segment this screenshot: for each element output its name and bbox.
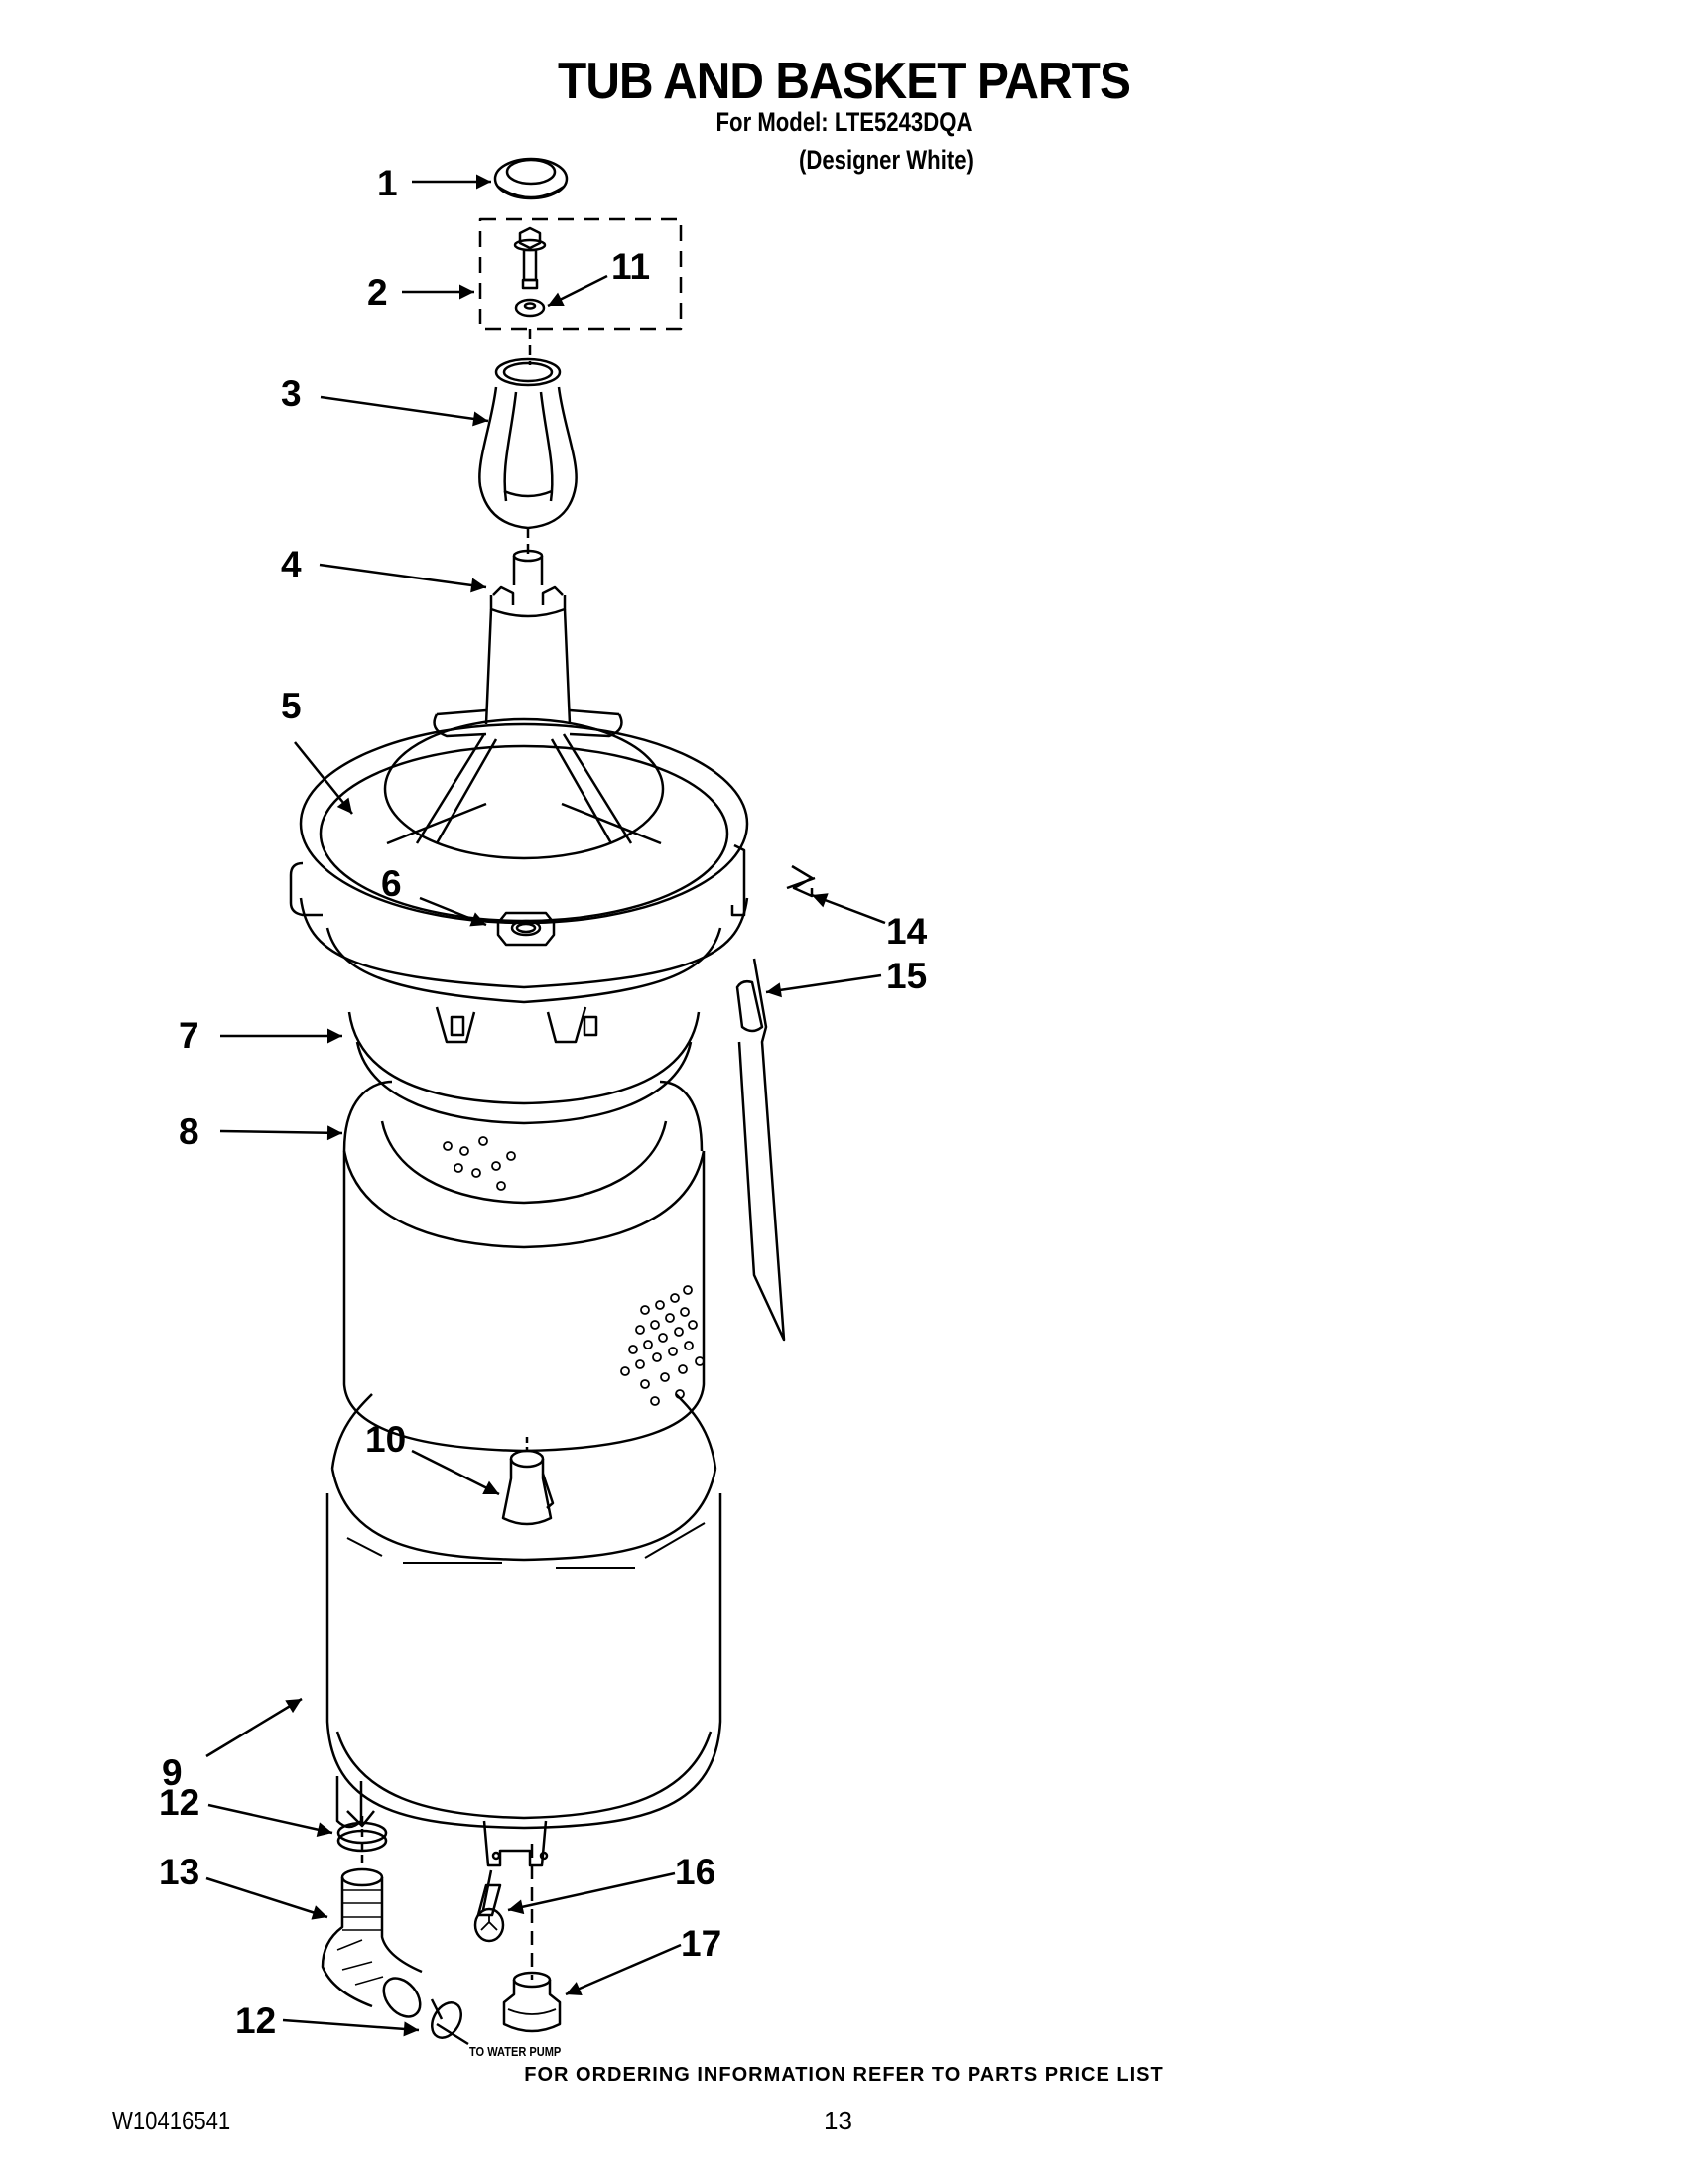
part-4-agitator (433, 549, 623, 738)
ordering-note: FOR ORDERING INFORMATION REFER TO PARTS … (524, 2064, 1164, 2086)
part-12-lower-clamp (430, 1998, 469, 2046)
color-note: (Designer White) (799, 145, 974, 175)
part-8-basket (342, 1080, 706, 1453)
callout-13: 13 (159, 1852, 200, 1892)
callout-8: 8 (179, 1111, 199, 1152)
model-line: For Model: LTE5243DQA (715, 107, 973, 137)
callout-10: 10 (365, 1419, 407, 1460)
callout-16: 16 (675, 1852, 716, 1892)
part-1-cap (493, 157, 569, 200)
callout-5: 5 (281, 686, 302, 726)
part-2-bolt (513, 226, 547, 290)
part-3-agitator-cam (478, 357, 578, 530)
part-5-tub-ring (289, 717, 749, 1004)
page-title: TUB AND BASKET PARTS (558, 53, 1131, 110)
callout-1: 1 (377, 163, 398, 203)
part-16-screw (473, 1869, 505, 1943)
callout-2: 2 (367, 272, 388, 313)
callout-9: 9 (162, 1752, 183, 1793)
part-17-plug (502, 1971, 562, 2033)
to-water-pump-note: TO WATER PUMP (469, 2044, 562, 2059)
part-13-drain-hose (321, 1867, 423, 2018)
callout-4: 4 (281, 544, 302, 584)
document-number: W10416541 (112, 2106, 231, 2135)
callout-7: 7 (179, 1015, 199, 1056)
page-number: 13 (824, 2106, 852, 2135)
callout-17: 17 (681, 1923, 722, 1964)
part-15-baffle (735, 958, 786, 1342)
part-9-outer-tub (325, 1393, 722, 1867)
callout-12-lower: 12 (235, 2000, 277, 2041)
part-14-clip (786, 864, 816, 898)
callout-12-upper: 12 (159, 1782, 200, 1823)
callout-6: 6 (381, 863, 402, 904)
callout-14: 14 (886, 911, 928, 952)
part-10-drive-hub (501, 1449, 555, 1526)
part-11-washer (514, 298, 546, 318)
part-7-balance-ring (347, 1006, 701, 1125)
callout-3: 3 (281, 373, 302, 414)
callout-11: 11 (611, 246, 651, 287)
callout-15: 15 (886, 956, 928, 996)
part-6-nut (496, 911, 556, 947)
